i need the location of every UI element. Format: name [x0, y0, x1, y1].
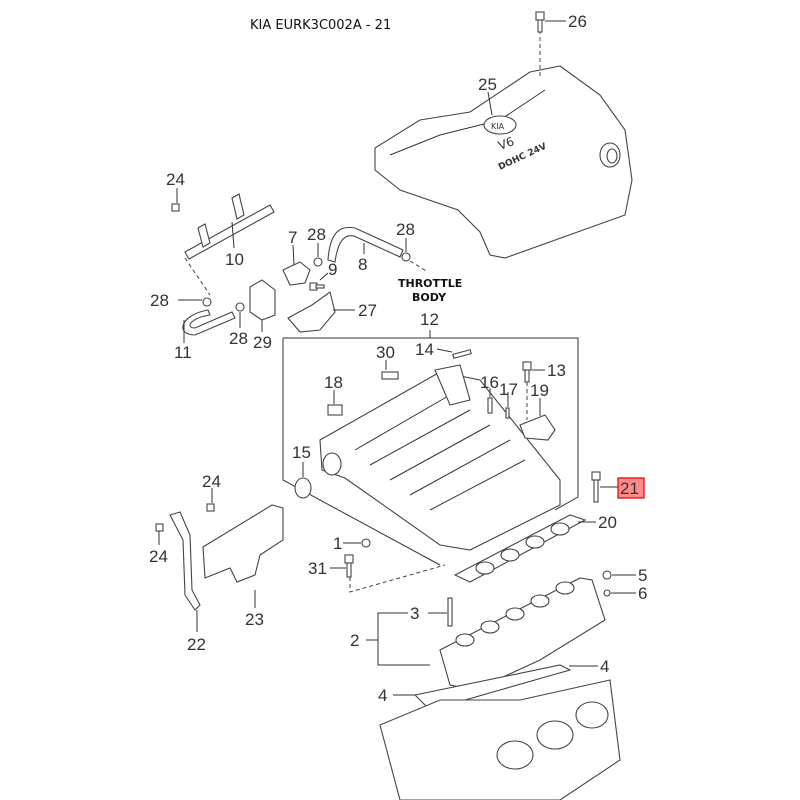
callout-28-lower[interactable]: 28	[229, 329, 248, 348]
stud-3[interactable]	[447, 597, 453, 627]
highlight-box-21[interactable]	[617, 477, 645, 499]
callout-24-left[interactable]: 24	[149, 547, 168, 566]
callout-14[interactable]: 14	[415, 340, 434, 359]
lower-intake-manifold[interactable]	[439, 577, 606, 691]
throttle-note-2: BODY	[412, 291, 447, 304]
callout-9[interactable]: 9	[328, 260, 337, 279]
callout-8[interactable]: 8	[358, 255, 367, 274]
cover-23[interactable]	[202, 504, 284, 583]
bolt-31[interactable]	[344, 554, 354, 578]
bolt-13[interactable]	[522, 361, 532, 383]
nut-5[interactable]	[602, 570, 612, 580]
cover-engine-text: V6	[496, 134, 516, 153]
sensor-30[interactable]	[381, 371, 399, 380]
callout-15[interactable]: 15	[292, 443, 311, 462]
bracket-22[interactable]	[169, 511, 201, 611]
callout-5[interactable]: 5	[638, 566, 647, 585]
cover-emblem: KIA	[491, 122, 505, 131]
callout-16[interactable]: 16	[480, 373, 499, 392]
callout-26[interactable]: 26	[568, 12, 587, 31]
bolt-26[interactable]	[535, 11, 545, 33]
callout-24-mid[interactable]: 24	[202, 472, 221, 491]
bolt-24-top[interactable]	[171, 203, 180, 212]
upper-intake-manifold[interactable]	[319, 364, 561, 551]
callout-4-left[interactable]: 4	[378, 686, 387, 705]
cylinder-head	[379, 679, 621, 800]
washer-6[interactable]	[603, 589, 611, 597]
callout-2[interactable]: 2	[350, 631, 359, 650]
bracket-27[interactable]	[287, 291, 336, 333]
callout-21[interactable]: 21	[620, 479, 639, 498]
callout-23[interactable]: 23	[245, 610, 264, 629]
callout-28-mid[interactable]: 28	[307, 225, 326, 244]
clamp-28-right[interactable]	[401, 252, 411, 262]
callout-1[interactable]: 1	[333, 534, 342, 553]
callout-4-right[interactable]: 4	[600, 657, 609, 676]
bolt-24-left[interactable]	[155, 523, 164, 532]
gasket-20[interactable]	[453, 514, 587, 583]
valve-7[interactable]	[282, 261, 311, 286]
callout-12[interactable]: 12	[420, 310, 439, 329]
callout-11[interactable]: 11	[174, 343, 192, 362]
hose-11[interactable]	[182, 309, 236, 336]
callout-28-left[interactable]: 28	[150, 291, 169, 310]
gasket-15[interactable]	[294, 477, 312, 499]
callout-10[interactable]: 10	[225, 250, 244, 269]
pin-16[interactable]	[487, 397, 493, 414]
hose-8[interactable]	[327, 226, 404, 263]
callout-7[interactable]: 7	[288, 228, 297, 247]
stud-14[interactable]	[452, 349, 472, 359]
bracket-19[interactable]	[519, 414, 556, 441]
nut-1[interactable]	[361, 538, 371, 548]
bolt-9[interactable]	[309, 282, 325, 291]
sensor-18[interactable]	[327, 404, 343, 416]
callout-27[interactable]: 27	[358, 301, 377, 320]
callout-30[interactable]: 30	[376, 343, 395, 362]
bolt-24-mid[interactable]	[206, 503, 215, 512]
callout-25[interactable]: 25	[478, 75, 497, 94]
pipe-10[interactable]	[184, 193, 275, 260]
gasket-4[interactable]	[413, 664, 572, 711]
callout-31[interactable]: 31	[308, 559, 327, 578]
callout-3[interactable]: 3	[410, 604, 419, 623]
bracket-29[interactable]	[249, 279, 276, 321]
clamp-28-mid[interactable]	[313, 257, 323, 267]
callout-20[interactable]: 20	[598, 513, 617, 532]
bolt-21[interactable]	[591, 471, 601, 503]
throttle-note-1: THROTTLE	[398, 277, 462, 290]
engine-cover[interactable]: KIA V6 DOHC 24V	[374, 65, 633, 259]
clamp-28-left[interactable]	[202, 297, 212, 307]
diagram-title: KIA EURK3C002A - 21	[250, 18, 392, 33]
callout-6[interactable]: 6	[638, 584, 647, 603]
pin-17[interactable]	[505, 407, 510, 419]
callout-19[interactable]: 19	[530, 381, 549, 400]
callout-24-top[interactable]: 24	[166, 170, 185, 189]
clamp-28-lower[interactable]	[235, 302, 245, 312]
callout-13[interactable]: 13	[547, 361, 566, 380]
callout-28-right[interactable]: 28	[396, 220, 415, 239]
callout-18[interactable]: 18	[324, 373, 343, 392]
callout-22[interactable]: 22	[187, 635, 206, 654]
callout-17[interactable]: 17	[499, 380, 518, 399]
callout-29[interactable]: 29	[253, 333, 272, 352]
